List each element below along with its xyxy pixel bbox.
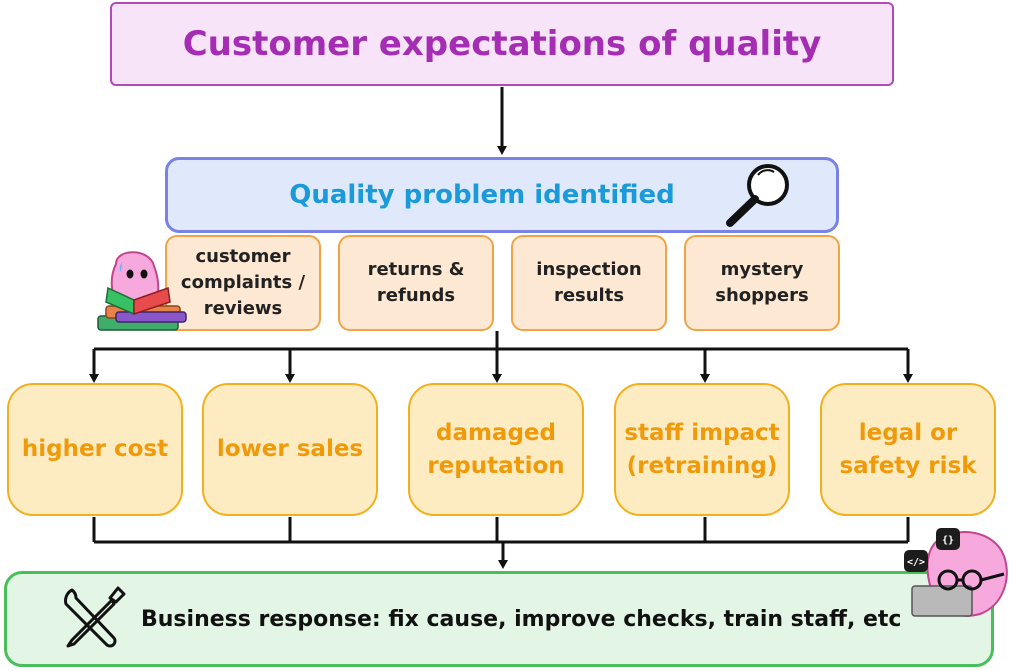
impact-legal-safety-risk: legal or safety risk (820, 383, 996, 516)
impact-label: damaged reputation (427, 419, 565, 479)
impact-higher-cost: higher cost (7, 383, 183, 516)
source-returns-refunds: returns & refunds (338, 235, 494, 331)
source-label: customer complaints / reviews (180, 246, 306, 319)
impact-label: higher cost (21, 436, 169, 462)
impact-staff-impact: staff impact (retraining) (614, 383, 790, 516)
title-text: Customer expectations of quality (182, 24, 822, 64)
magnifying-glass-icon (726, 164, 789, 227)
impact-label: lower sales (216, 436, 364, 462)
braces-badge: {} (942, 535, 954, 546)
impact-label: legal or safety risk (839, 419, 977, 479)
business-response-text: Business response: fix cause, improve ch… (141, 606, 902, 632)
title-box: Customer expectations of quality (110, 2, 894, 86)
coder-blob-mascot-icon: </> {} (904, 528, 1008, 617)
impact-label: staff impact (retraining) (624, 419, 780, 479)
tools-icon (64, 586, 126, 648)
quality-problem-text: Quality problem identified (289, 180, 675, 210)
impact-lower-sales: lower sales (202, 383, 378, 516)
business-response-box: Business response: fix cause, improve ch… (4, 571, 994, 667)
source-customer-complaints: customer complaints / reviews (165, 235, 321, 331)
source-label: inspection results (536, 259, 642, 306)
quality-problem-box: Quality problem identified (165, 157, 839, 233)
source-inspection-results: inspection results (511, 235, 667, 331)
source-label: returns & refunds (367, 259, 465, 306)
source-mystery-shoppers: mystery shoppers (684, 235, 840, 331)
source-label: mystery shoppers (715, 259, 809, 306)
impact-damaged-reputation: damaged reputation (408, 383, 584, 516)
code-badge: </> (907, 557, 925, 568)
reading-blob-mascot-icon (97, 251, 187, 331)
